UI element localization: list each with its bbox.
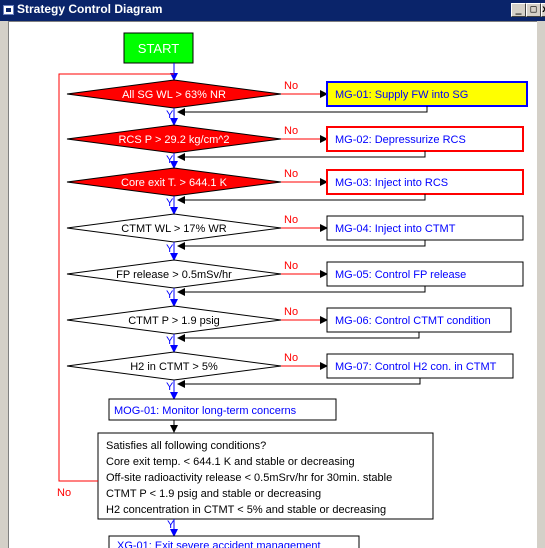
minimize-button[interactable]: _ <box>511 3 526 17</box>
conditions-box[interactable] <box>97 432 434 520</box>
decision-label: FP release > 0.5mSv/hr <box>116 269 232 281</box>
start-label: START <box>138 41 179 56</box>
exit-label: XG-01: Exit severe accident management <box>117 540 321 548</box>
close-button[interactable]: x <box>541 3 545 17</box>
yes-label: Y <box>166 243 174 255</box>
no-label: No <box>284 306 298 318</box>
decision-label: All SG WL > 63% NR <box>122 89 226 101</box>
loop-no-label: No <box>57 487 71 499</box>
exit-yes-label: Y <box>167 519 175 531</box>
return-line <box>177 240 426 250</box>
guide-box-3[interactable] <box>326 169 524 195</box>
yes-label: Y <box>166 197 174 209</box>
return-line <box>177 151 426 161</box>
guide-label: MG-01: Supply FW into SG <box>335 89 468 101</box>
yes-label: Y <box>166 154 174 166</box>
no-label: No <box>284 168 298 180</box>
no-label: No <box>284 260 298 272</box>
condition-line: Satisfies all following conditions? <box>106 440 266 452</box>
no-label: No <box>284 125 298 137</box>
yes-label: Y <box>166 381 174 393</box>
no-label: No <box>284 214 298 226</box>
monitor-label: MOG-01: Monitor long-term concerns <box>114 405 297 417</box>
return-line <box>177 378 421 388</box>
yes-label: Y <box>166 335 174 347</box>
decision-label: CTMT P > 1.9 psig <box>128 315 220 327</box>
start-box[interactable] <box>123 32 194 64</box>
return-line <box>177 286 426 296</box>
app-icon <box>3 5 14 15</box>
exit-box[interactable] <box>108 535 360 548</box>
guide-label: MG-03: Inject into RCS <box>335 177 448 189</box>
guide-label: MG-07: Control H2 con. in CTMT <box>335 361 497 373</box>
condition-line: Core exit temp. < 644.1 K and stable or … <box>106 456 355 468</box>
no-label: No <box>284 80 298 92</box>
maximize-button[interactable]: □ <box>526 3 541 17</box>
window-title: Strategy Control Diagram <box>17 2 163 16</box>
guide-box-4[interactable] <box>326 215 524 241</box>
condition-line: Off-site radioactivity release < 0.5mSrv… <box>106 472 392 484</box>
guide-label: MG-05: Control FP release <box>335 269 466 281</box>
decision-label: H2 in CTMT > 5% <box>130 361 218 373</box>
yes-label: Y <box>166 109 174 121</box>
loop-back-line <box>58 73 174 482</box>
decision-label: CTMT WL > 17% WR <box>121 223 226 235</box>
yes-label: Y <box>166 289 174 301</box>
return-line <box>177 106 428 116</box>
condition-line: CTMT P < 1.9 psig and stable or decreasi… <box>106 488 321 500</box>
return-line <box>177 194 426 204</box>
no-label: No <box>284 352 298 364</box>
decision-label: RCS P > 29.2 kg/cm^2 <box>118 134 229 146</box>
title-bar[interactable]: Strategy Control Diagram _ □ x <box>0 0 545 21</box>
monitor-box[interactable] <box>108 398 337 421</box>
guide-box-6[interactable] <box>326 307 512 333</box>
condition-line: H2 concentration in CTMT < 5% and stable… <box>106 504 386 516</box>
guide-box-1[interactable] <box>326 81 528 107</box>
return-line <box>177 332 420 342</box>
guide-label: MG-04: Inject into CTMT <box>335 223 456 235</box>
guide-label: MG-02: Depressurize RCS <box>335 134 466 146</box>
decision-label: Core exit T. > 644.1 K <box>121 177 228 189</box>
guide-label: MG-06: Control CTMT condition <box>335 315 491 327</box>
